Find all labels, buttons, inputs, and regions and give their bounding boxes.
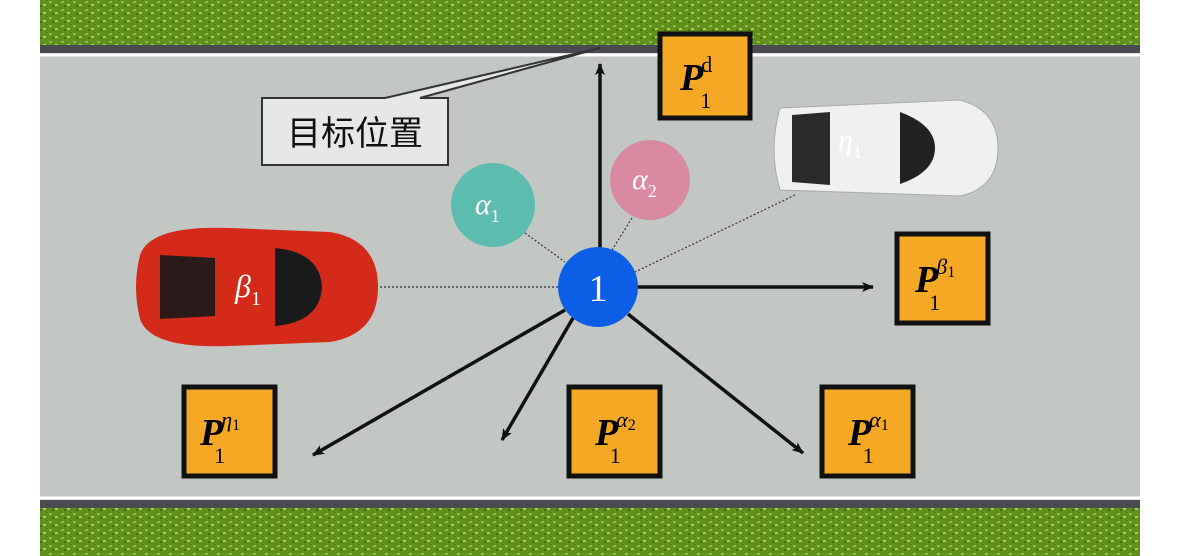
arrow-eta1 <box>312 308 566 457</box>
arrow-alpha1 <box>626 312 805 455</box>
car-beta1-label: β1 <box>234 268 261 310</box>
svg-text:Pd1: Pd1 <box>679 52 712 113</box>
callout-text: 目标位置 <box>287 114 423 154</box>
car-eta1: η1 <box>773 99 999 197</box>
target-position-callout: 目标位置 <box>261 47 601 166</box>
car-beta1: β1 <box>136 227 378 347</box>
curb-top <box>40 45 1140 53</box>
ego-vehicle: 1 <box>558 247 638 327</box>
svg-text:α2: α2 <box>632 163 657 201</box>
grass-bottom <box>40 508 1140 556</box>
car-eta1-label: η1 <box>838 124 862 162</box>
curb-bottom <box>40 500 1140 508</box>
arrow-alpha2 <box>500 317 575 441</box>
vehicle-alpha2: α2 <box>610 140 690 220</box>
force-arrows <box>312 63 874 457</box>
interaction-lines <box>380 194 796 288</box>
vehicle-alpha1: α1 <box>451 163 535 247</box>
grass-top <box>40 0 1140 45</box>
svg-text:1: 1 <box>589 268 608 310</box>
svg-text:α1: α1 <box>475 188 500 226</box>
